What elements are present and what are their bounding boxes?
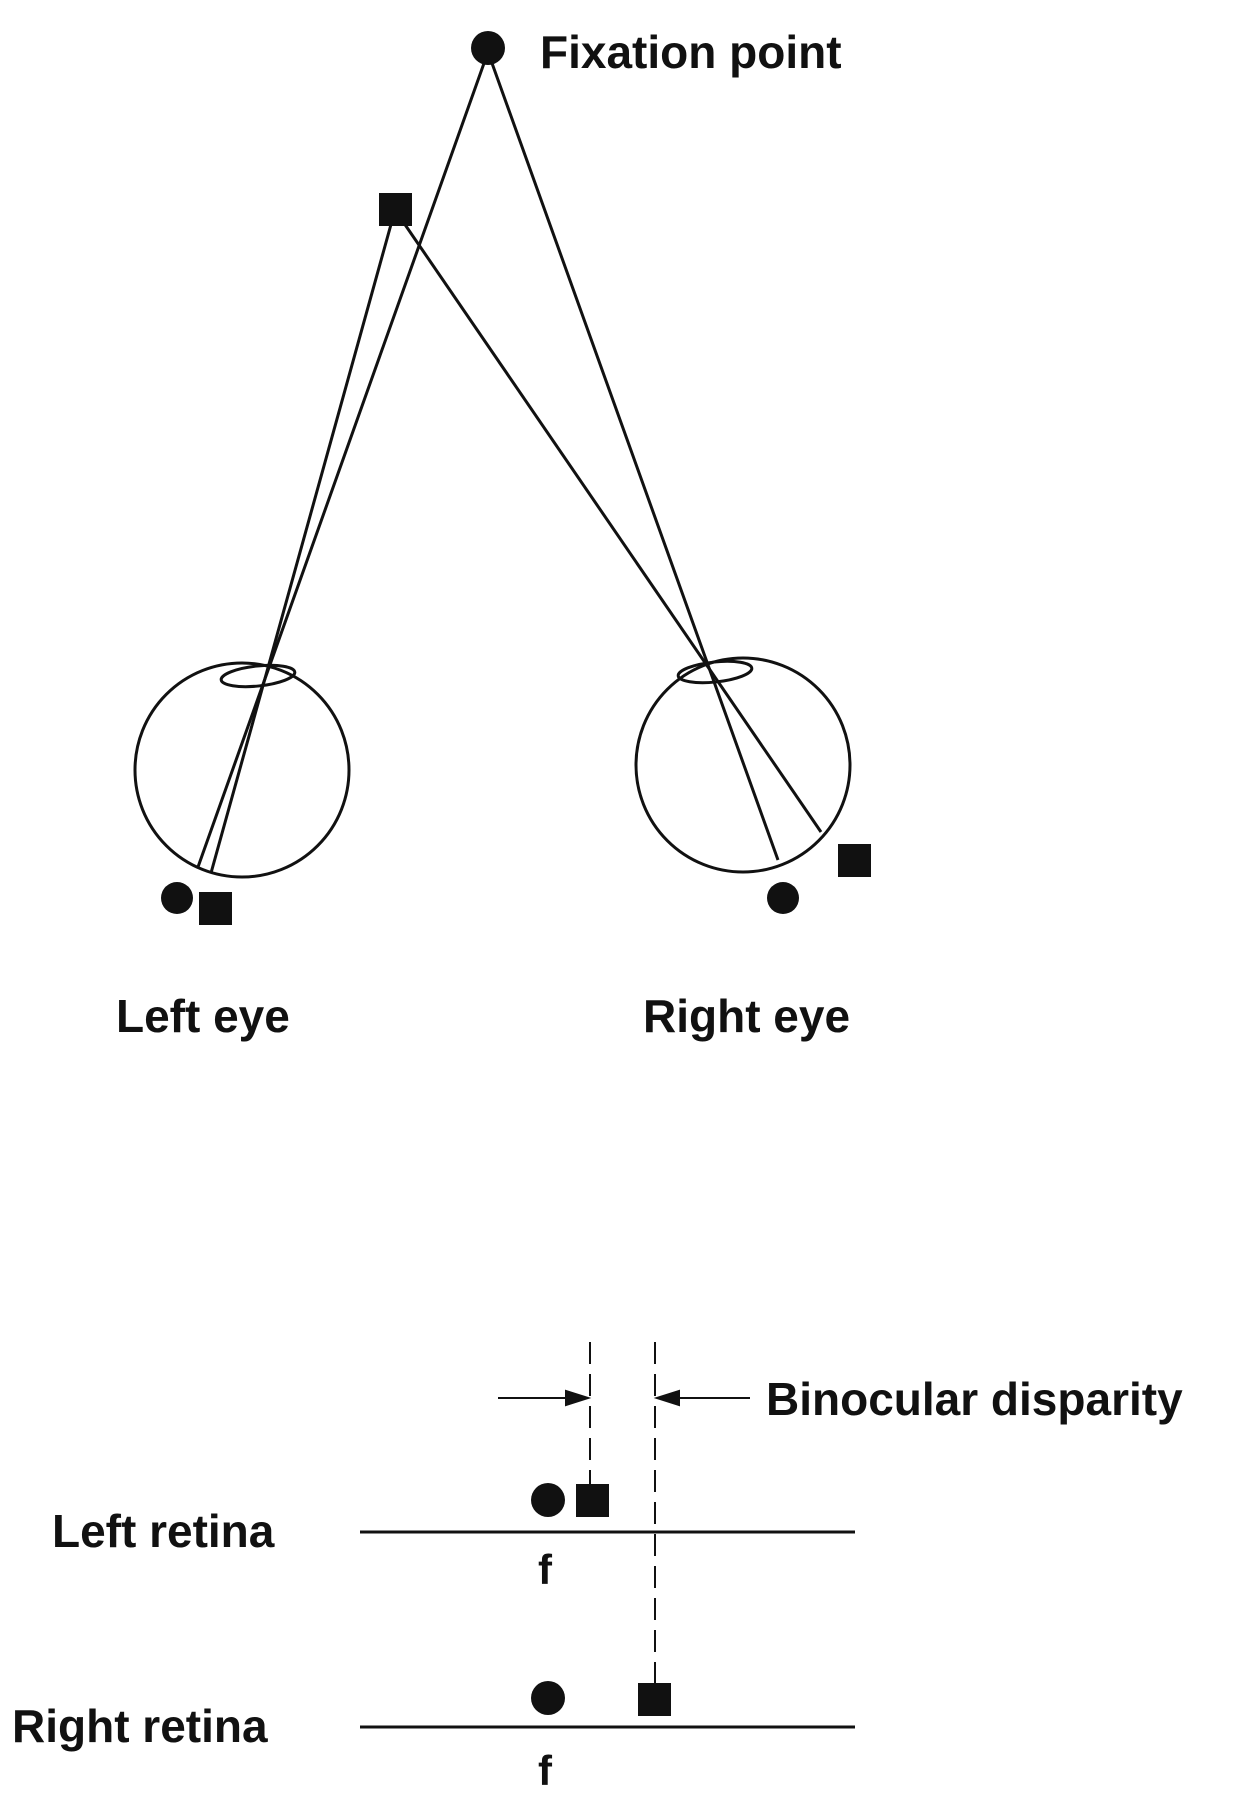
left-retina-square <box>576 1484 609 1517</box>
target-square-marker <box>379 193 412 226</box>
right-eye-image-circle <box>767 882 799 914</box>
ray-target-right-eye <box>393 209 823 833</box>
ray-target-left-eye <box>209 209 397 874</box>
right-retina-label: Right retina <box>12 1700 268 1752</box>
fixation-point-marker <box>471 31 505 65</box>
left-eye-image-circle <box>161 882 193 914</box>
left-retina-circle <box>531 1483 565 1517</box>
fixation-point-label: Fixation point <box>540 26 842 78</box>
right-eye-lens <box>676 659 754 685</box>
left-eye-label: Left eye <box>116 990 290 1042</box>
right-eye-globe <box>634 656 852 874</box>
right-eye-label: Right eye <box>643 990 850 1042</box>
right-retina-circle <box>531 1681 565 1715</box>
ray-fixation-right-eye <box>486 51 780 861</box>
left-eye-lens <box>219 663 297 689</box>
left-eye-globe <box>133 661 351 879</box>
binocular-disparity-label: Binocular disparity <box>766 1373 1183 1425</box>
left-retina-label: Left retina <box>52 1505 275 1557</box>
ray-fixation-left-eye <box>196 51 490 868</box>
right-retina-square <box>638 1683 671 1716</box>
disparity-arrow-left-head <box>565 1389 592 1407</box>
disparity-arrow-right-head <box>653 1389 680 1407</box>
left-eye-image-square <box>199 892 232 925</box>
right-fovea-label: f <box>538 1747 553 1794</box>
left-fovea-label: f <box>538 1546 553 1593</box>
right-eye-image-square <box>838 844 871 877</box>
